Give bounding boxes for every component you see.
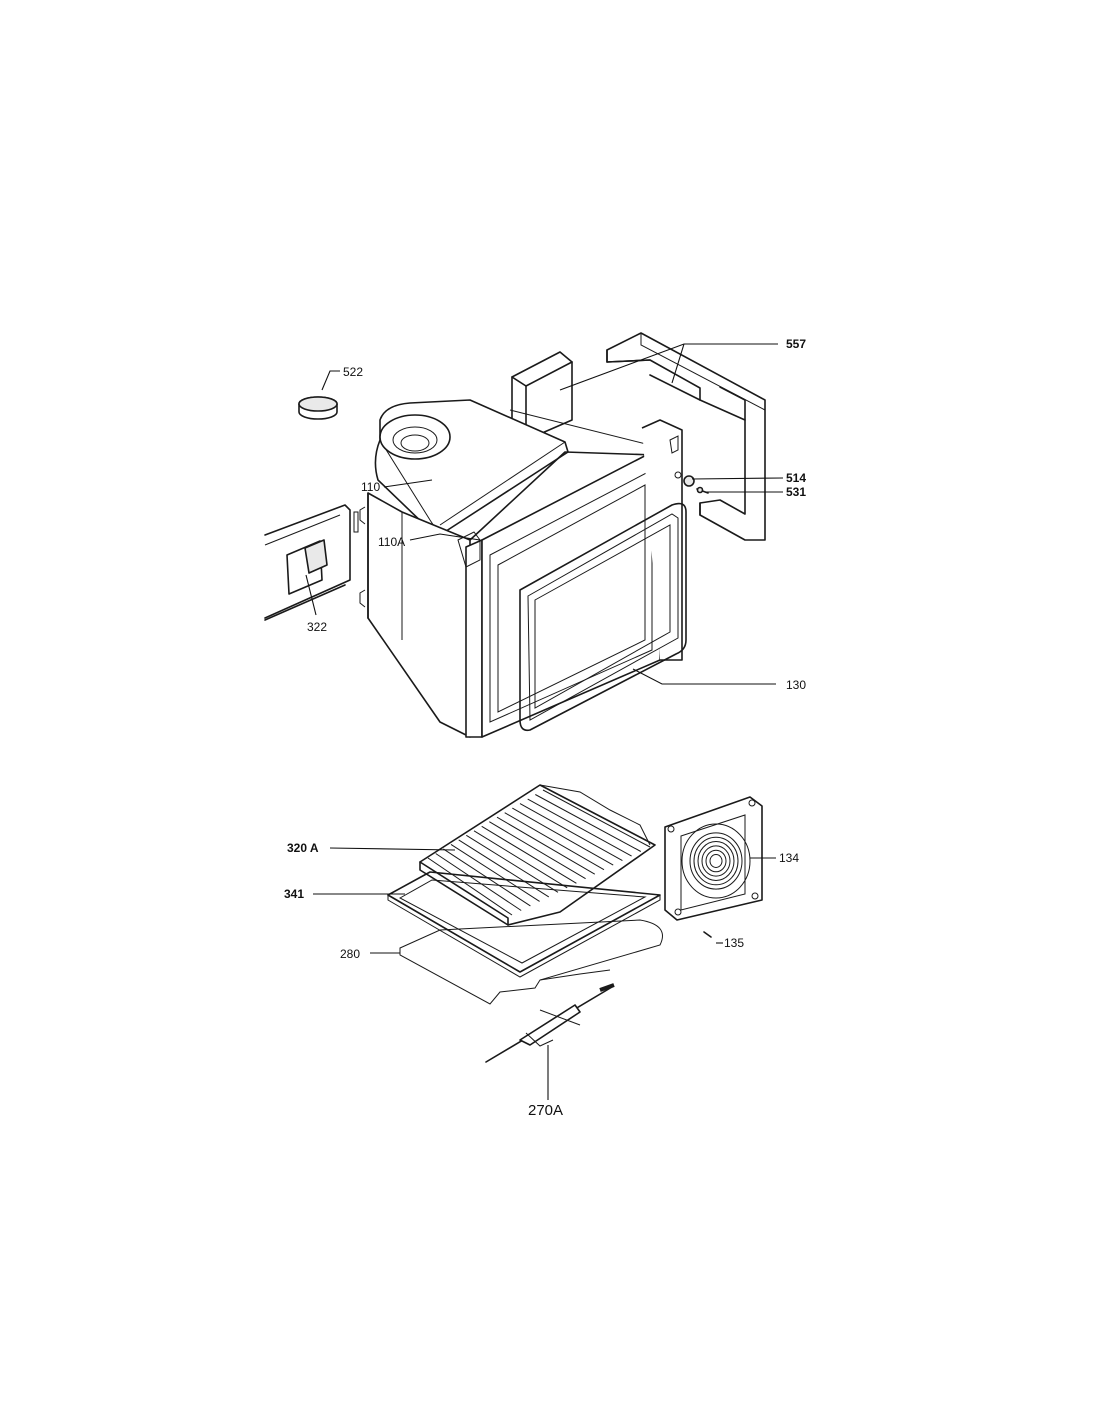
part-514-nut <box>683 475 695 487</box>
fan-ring <box>709 854 723 868</box>
rack-bar <box>450 843 540 902</box>
label-270a: 270A <box>528 1102 563 1119</box>
label-557: 557 <box>786 337 806 351</box>
callout-labels: 557 522 514 531 110 110A 322 130 320 A 3… <box>284 337 806 1119</box>
part-110-top-cover <box>374 399 569 536</box>
rack-bar <box>542 789 651 848</box>
label-110a: 110A <box>378 535 405 549</box>
rack-bar <box>435 853 522 911</box>
label-134: 134 <box>779 851 799 865</box>
part-130-front-frame <box>457 419 683 738</box>
label-320a: 320 A <box>287 841 319 855</box>
rack-bar <box>473 830 568 889</box>
part-135-screw <box>703 931 712 938</box>
fan-ring <box>689 832 743 890</box>
rack-bar <box>481 825 577 884</box>
oven-cavity <box>359 409 656 738</box>
leader-lines <box>305 343 784 1100</box>
rack-bar <box>489 821 586 880</box>
rack-bar <box>535 794 642 852</box>
label-514: 514 <box>786 471 806 485</box>
part-341-tray <box>387 871 661 978</box>
fan-ring <box>693 836 739 886</box>
fan-ring <box>701 845 731 877</box>
rack-bar <box>427 857 513 916</box>
label-531: 531 <box>786 485 806 499</box>
door-seal <box>519 502 687 732</box>
part-134-fan <box>664 796 763 921</box>
rack-bar <box>519 803 623 862</box>
part-270a-rotisserie <box>485 983 615 1063</box>
label-110: 110 <box>361 480 380 494</box>
label-280: 280 <box>340 947 360 961</box>
label-341: 341 <box>284 887 304 901</box>
label-130: 130 <box>786 678 806 692</box>
label-522: 522 <box>343 365 363 379</box>
label-135: 135 <box>724 936 744 950</box>
rack-bar <box>458 839 550 898</box>
rack-bar <box>504 812 605 871</box>
label-322: 322 <box>307 620 327 634</box>
part-322-back-panel <box>264 504 359 621</box>
part-557-insulation <box>511 332 766 541</box>
rack-bar <box>512 807 614 866</box>
part-280-element <box>399 919 663 1005</box>
rack-bar <box>527 798 632 857</box>
fan-ring <box>697 841 735 881</box>
part-522-cap <box>298 396 338 420</box>
part-320a-rack <box>419 784 656 926</box>
fan-ring <box>705 849 727 873</box>
rack-bar <box>496 816 596 875</box>
